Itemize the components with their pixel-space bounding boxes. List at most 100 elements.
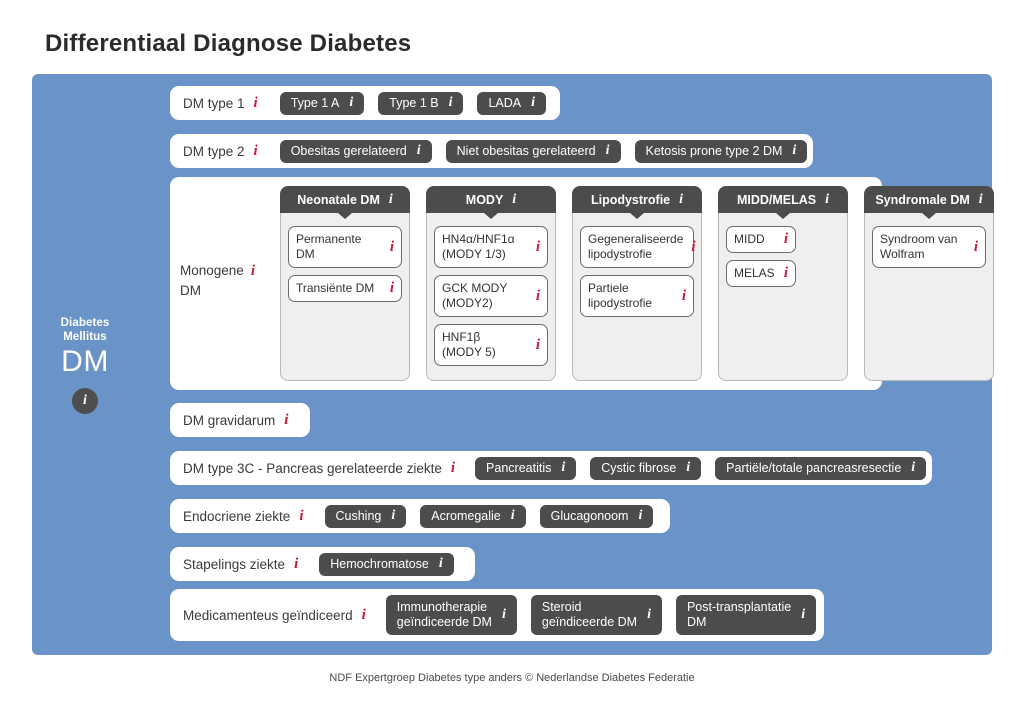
info-icon[interactable]: i [825,191,830,207]
rail-label-diabetes: Diabetes [60,316,110,329]
rail-abbreviation-dm: DM [61,344,109,378]
chip-pancreatitis[interactable]: Pancreatitis i [475,456,577,480]
info-icon[interactable]: i [911,460,916,475]
info-icon[interactable]: i [792,143,797,158]
info-icon[interactable]: i [535,287,540,304]
sub-item-line: Syndroom van [880,232,958,246]
sub-item-line: (MODY2) [442,296,493,310]
sub-item-permanente-dm[interactable]: Permanente DM i [288,226,402,268]
sub-item-line: MIDD [734,232,765,246]
sub-item-transiente-dm[interactable]: Transiënte DM i [288,275,402,302]
sub-item-midd[interactable]: MIDD i [726,226,796,253]
info-icon[interactable]: i [605,143,610,158]
pointer-notch-icon [484,213,498,219]
info-icon[interactable]: i [299,507,304,524]
info-icon[interactable]: i [389,238,394,255]
info-icon[interactable]: i [450,459,456,476]
sub-item-partiele-lipodystrofie[interactable]: Partiele lipodystrofie i [580,275,694,317]
row-label-text: Endocriene ziekte [183,508,291,524]
column-body: HN4α/HNF1α (MODY 1/3) i GCK MODY (MODY2)… [426,213,556,381]
info-icon[interactable]: i [284,411,289,428]
chip-cystic-fibrose[interactable]: Cystic fibrose i [590,456,702,480]
info-icon[interactable]: i [512,191,517,207]
info-icon[interactable]: i [501,607,506,622]
info-icon[interactable]: i [647,607,651,622]
sub-item-mody-1-3[interactable]: HN4α/HNF1α (MODY 1/3) i [434,226,548,268]
column-header-label: Neonatale DM [297,192,380,207]
info-icon[interactable]: i [253,94,258,111]
chip-lada[interactable]: LADA i [477,91,547,115]
info-icon[interactable]: i [349,95,354,110]
column-header[interactable]: Lipodystrofie i [572,186,702,213]
info-icon[interactable]: i [389,280,394,296]
info-icon[interactable]: i [681,287,686,304]
chip-cushing[interactable]: Cushing i [324,504,407,528]
info-icon[interactable]: i [978,191,983,207]
chip-label-line: Post-transplantatie [686,600,792,614]
sub-item-gegeneraliseerde-lipodystrofie[interactable]: Gegeneraliseerde lipodystrofie i [580,226,696,268]
row-label-text: DM type 1 [183,95,245,111]
column-header[interactable]: MODY i [426,186,556,213]
footer-credit: NDF Expertgroep Diabetes type anders © N… [329,672,695,684]
row-label-text: Medicamenteus geïndiceerd [183,607,353,623]
info-icon[interactable]: i [388,191,393,207]
info-icon[interactable]: i [510,508,515,523]
column-header[interactable]: Syndromale DM i [864,186,994,213]
info-icon[interactable]: i [438,556,443,571]
sub-item-melas[interactable]: MELAS i [726,260,796,287]
info-icon[interactable]: i [801,607,806,622]
chip-label: Glucagonoom [550,509,629,523]
info-icon[interactable]: i [448,95,453,110]
column-header[interactable]: Neonatale DM i [280,186,410,213]
info-icon[interactable]: i [783,265,788,281]
column-header-label: Syndromale DM [875,192,970,207]
column-syndromale-dm: Syndromale DM i Syndroom van Wolfram i [864,186,994,381]
info-icon[interactable]: i [561,460,566,475]
info-icon[interactable]: i [294,555,299,572]
info-icon[interactable]: i [686,460,691,475]
sub-item-syndroom-van-wolfram[interactable]: Syndroom van Wolfram i [872,226,986,268]
chip-label: Acromegalie [431,509,501,523]
info-icon[interactable]: i [973,238,978,255]
chip-label: Type 1 A [290,96,340,110]
chip-post-transplantatie-dm[interactable]: Post-transplantatie DM i [675,595,817,635]
chip-hemochromatose[interactable]: Hemochromatose i [319,552,454,576]
sub-item-line: GCK MODY [442,281,508,295]
info-icon[interactable]: i [535,238,540,255]
info-icon[interactable]: i [783,231,788,247]
chip-glucagonoom[interactable]: Glucagonoom i [539,504,654,528]
info-icon[interactable]: i [361,606,366,623]
pointer-notch-icon [922,213,936,219]
info-icon[interactable]: i [253,142,258,159]
sub-item-hnf1b-mody5[interactable]: HNF1β (MODY 5) i [434,324,548,366]
row-label-medicamenteus-geindiceerd: Medicamenteus geïndiceerd i [183,606,366,623]
column-header[interactable]: MIDD/MELAS i [718,186,848,213]
chip-type-1-a[interactable]: Type 1 A i [279,91,365,115]
monogene-label-text-2: DM [180,283,201,298]
chip-label: Niet obesitas gerelateerd [456,144,596,158]
chip-obesitas-gerelateerd[interactable]: Obesitas gerelateerd i [279,139,432,163]
info-icon[interactable]: i [535,336,540,353]
chip-ketosis-prone-type-2-dm[interactable]: Ketosis prone type 2 DM i [634,139,808,163]
sub-item-line: Gegeneraliseerde [588,232,684,246]
info-icon[interactable]: i [416,143,421,158]
chip-partiele-totale-pancreasresectie[interactable]: Partiële/totale pancreasresectie i [715,456,927,480]
info-icon[interactable]: i [250,262,255,279]
sub-item-gck-mody[interactable]: GCK MODY (MODY2) i [434,275,548,317]
info-icon[interactable]: i [691,238,696,255]
chip-acromegalie[interactable]: Acromegalie i [420,504,526,528]
row-label-text: DM gravidarum [183,412,276,428]
info-icon[interactable]: i [679,191,684,207]
row-label-dm-gravidarum: DM gravidarum i [183,411,289,428]
info-icon[interactable]: i [638,508,643,523]
chip-immunotherapie-geindiceerde-dm[interactable]: Immunotherapie geïndiceerde DM i [385,595,517,635]
info-icon[interactable]: i [531,95,536,110]
info-icon-dm[interactable]: i [72,387,98,414]
chip-type-1-b[interactable]: Type 1 B i [378,91,464,115]
chip-label: LADA [488,96,522,110]
sub-item-line: Transiënte DM [296,281,375,295]
info-icon[interactable]: i [391,508,396,523]
chip-niet-obesitas-gerelateerd[interactable]: Niet obesitas gerelateerd i [445,139,621,163]
chip-label-line: DM [686,615,707,629]
chip-steroid-geindiceerde-dm[interactable]: Steroid geïndiceerde DM i [530,595,662,635]
